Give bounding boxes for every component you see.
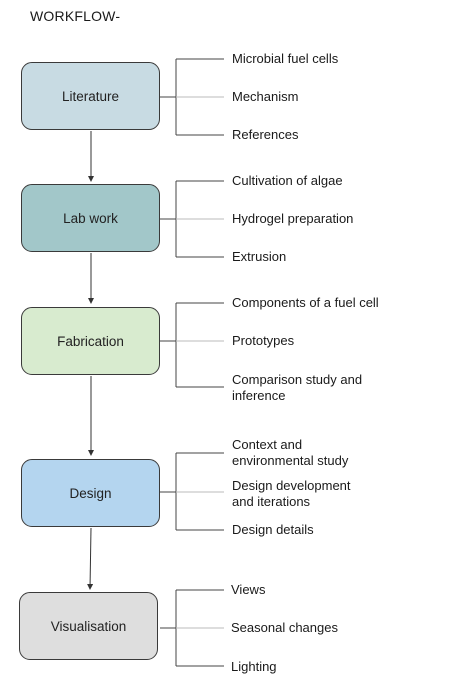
item-label: Extrusion	[232, 249, 287, 264]
stage-label: Lab work	[63, 210, 118, 226]
item-label: Mechanism	[232, 89, 299, 104]
item-label: Hydrogel preparation	[232, 211, 354, 226]
item-label: Microbial fuel cells	[232, 51, 339, 66]
stage-box-visualisation: Visualisation	[19, 592, 158, 660]
stage-label: Fabrication	[57, 333, 124, 349]
item-label: References	[232, 127, 299, 142]
stage-box-literature: Literature	[21, 62, 160, 130]
item-label: Views	[231, 582, 266, 597]
item-label: Prototypes	[232, 333, 295, 348]
item-label: Design details	[232, 522, 314, 537]
stage-label: Visualisation	[50, 618, 127, 634]
stage-box-design: Design	[21, 459, 160, 527]
item-label: Context and environmental study	[232, 437, 349, 468]
item-label: Cultivation of algae	[232, 173, 343, 188]
stage-label: Design	[69, 485, 112, 501]
item-label: Design development and iterations	[232, 478, 351, 509]
item-label: Lighting	[231, 659, 277, 674]
item-label: Seasonal changes	[231, 620, 338, 635]
item-label: Comparison study and inference	[232, 372, 363, 403]
item-label: Components of a fuel cell	[232, 295, 379, 310]
stage-label: Literature	[61, 88, 120, 104]
flow-arrow	[87, 527, 94, 590]
stage-box-lab-work: Lab work	[21, 184, 160, 252]
diagram-title: WORKFLOW-	[30, 8, 121, 24]
stage-box-fabrication: Fabrication	[21, 307, 160, 375]
